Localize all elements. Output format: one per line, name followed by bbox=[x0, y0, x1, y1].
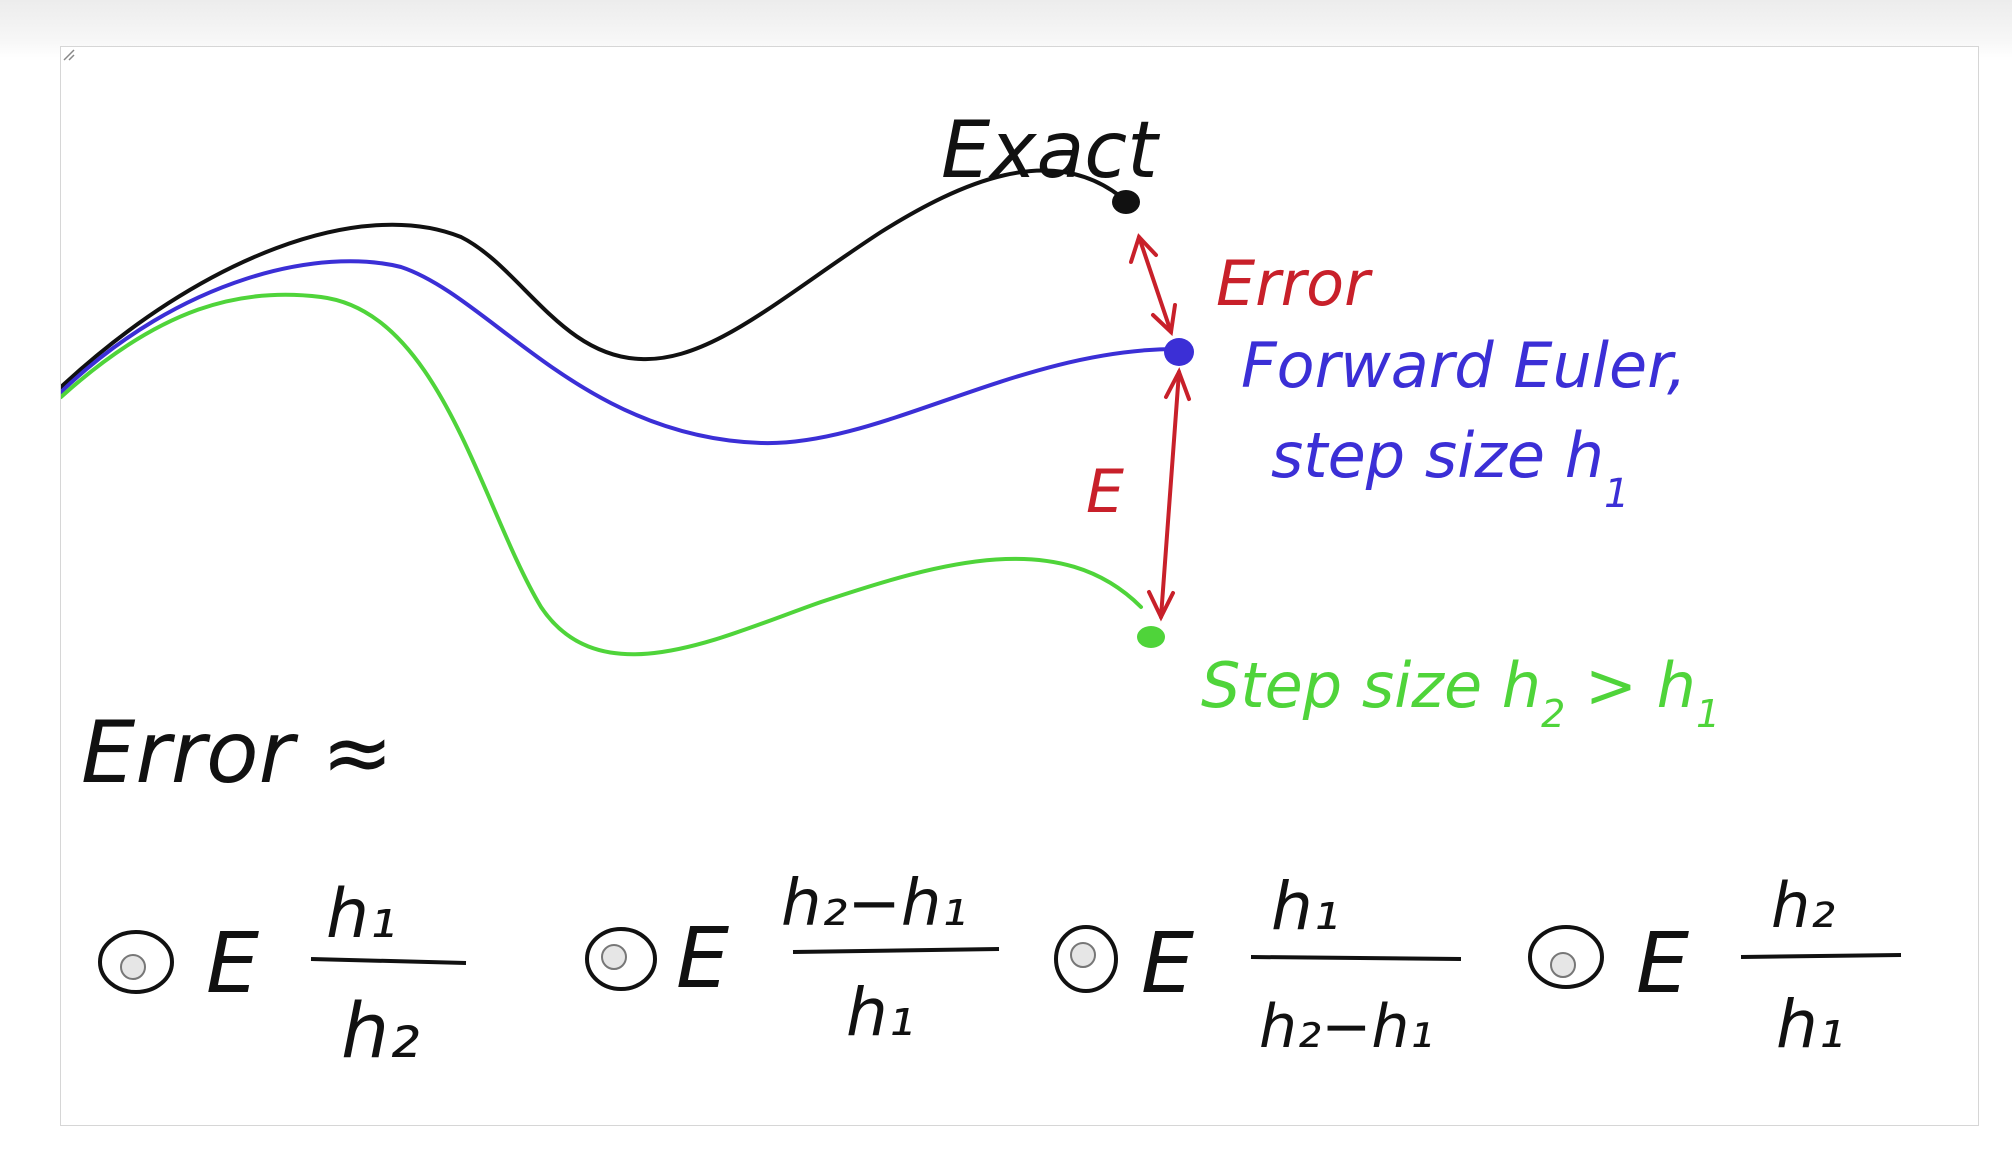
exact-curve bbox=[61, 168, 1123, 389]
option-b-denominator: h₁ bbox=[846, 974, 914, 1051]
option-c-fraction-bar bbox=[1250, 955, 1462, 961]
option-b-radio-inner-icon bbox=[601, 944, 627, 970]
option-d-radio-icon[interactable] bbox=[1528, 925, 1604, 989]
option-d[interactable]: E h₂ h₁ bbox=[1528, 869, 1902, 1063]
resize-grip-icon[interactable] bbox=[61, 47, 75, 61]
option-c-denominator: h₂−h₁ bbox=[1259, 992, 1433, 1062]
option-b-radio-icon[interactable] bbox=[585, 927, 657, 991]
option-a-radio-icon[interactable] bbox=[98, 930, 174, 994]
question-prompt: Error ≈ bbox=[81, 703, 393, 803]
option-d-coefficient: E bbox=[1636, 914, 1689, 1012]
option-a[interactable]: E h₁ h₂ bbox=[98, 875, 467, 1075]
step-size-h2-curve bbox=[61, 292, 1143, 657]
option-c-coefficient: E bbox=[1141, 914, 1194, 1012]
option-d-fraction-bar bbox=[1740, 953, 1902, 959]
option-c[interactable]: E h₁ h₂−h₁ bbox=[1054, 868, 1462, 1062]
option-d-denominator: h₁ bbox=[1776, 986, 1844, 1063]
option-a-coefficient: E bbox=[206, 914, 259, 1012]
exact-label: Exact bbox=[941, 106, 1160, 196]
step-size-h2-label: Step size h2 > h1 bbox=[1201, 649, 1720, 736]
option-c-radio-inner-icon bbox=[1070, 942, 1096, 968]
option-a-radio-inner-icon bbox=[120, 954, 146, 980]
e-arrow bbox=[1147, 367, 1191, 622]
option-c-numerator: h₁ bbox=[1271, 868, 1339, 945]
whiteboard-frame: Exact Error Forward Euler, step size h1 … bbox=[60, 46, 1979, 1126]
option-c-radio-icon[interactable] bbox=[1054, 925, 1118, 993]
option-b-numerator: h₂−h₁ bbox=[781, 867, 967, 941]
forward-euler-endpoint-dot bbox=[1164, 338, 1194, 366]
error-arrow bbox=[1129, 233, 1177, 337]
option-a-fraction-bar bbox=[310, 957, 467, 965]
option-b[interactable]: E h₂−h₁ h₁ bbox=[585, 867, 1000, 1051]
e-label: E bbox=[1086, 457, 1124, 527]
forward-euler-label-line2: step size h1 bbox=[1271, 419, 1630, 517]
forward-euler-curve bbox=[61, 259, 1183, 446]
option-b-fraction-bar bbox=[792, 947, 1000, 954]
option-d-radio-inner-icon bbox=[1550, 952, 1576, 978]
whiteboard-canvas: Exact Error Forward Euler, step size h1 … bbox=[61, 106, 1902, 1075]
option-b-coefficient: E bbox=[676, 909, 729, 1007]
forward-euler-label-line1: Forward Euler, bbox=[1241, 329, 1687, 402]
exact-endpoint-dot bbox=[1112, 190, 1140, 214]
option-d-numerator: h₂ bbox=[1771, 869, 1835, 942]
step-size-h2-endpoint-dot bbox=[1137, 626, 1165, 648]
error-label: Error bbox=[1216, 247, 1373, 320]
option-a-denominator: h₂ bbox=[341, 986, 420, 1075]
option-a-numerator: h₁ bbox=[326, 875, 396, 954]
